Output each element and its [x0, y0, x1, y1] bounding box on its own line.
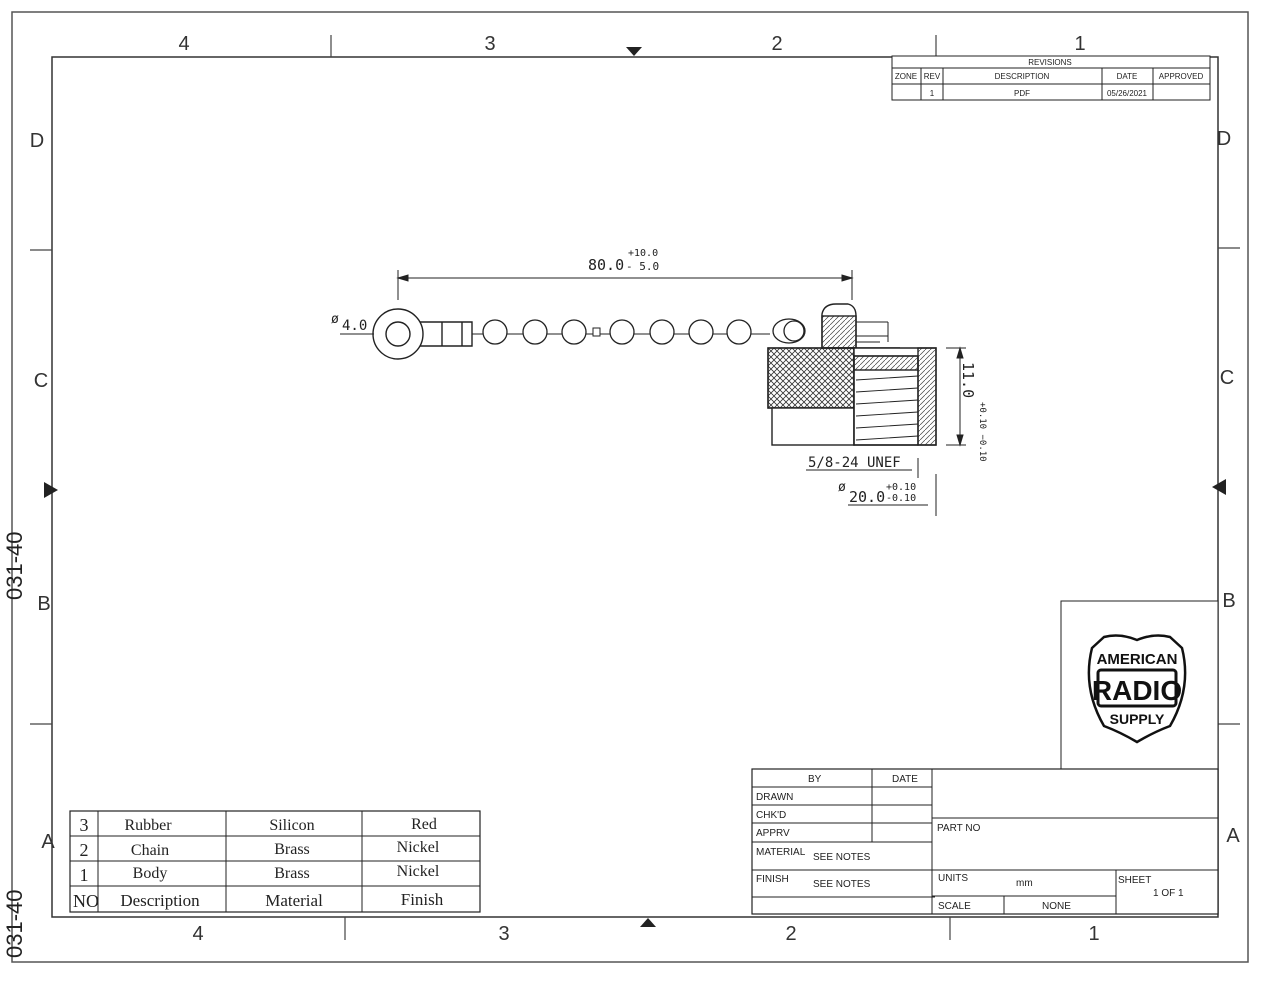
center-marks [44, 47, 1226, 927]
zone-bottom-4: 4 [192, 923, 203, 945]
zone-dividers [30, 35, 1240, 940]
bom-row3-finish: Red [411, 816, 437, 833]
tb-part-no-label: PART NO [937, 823, 981, 834]
side-label-bottom: 031-40 [2, 889, 27, 958]
dim-outer-dia-symbol: ø [838, 480, 846, 495]
zone-left-d: D [30, 130, 44, 152]
zone-left-a: A [41, 831, 55, 853]
zone-left-c: C [34, 370, 48, 392]
ring-terminal [372, 308, 473, 360]
bom-row3-material: Silicon [269, 817, 314, 834]
tb-units-value: mm [1016, 878, 1033, 889]
cap-body [767, 347, 937, 446]
rev-cell-date: 05/26/2021 [1107, 89, 1148, 98]
tb-units-label: UNITS [938, 873, 968, 884]
tb-sheet-value: 1 OF 1 [1153, 888, 1184, 899]
dim-ring-dia: 4.0 [342, 318, 367, 334]
rev-header-approved: APPROVED [1159, 72, 1204, 81]
revisions-title: REVISIONS [1028, 58, 1072, 67]
rev-cell-rev: 1 [930, 89, 935, 98]
rev-header-date: DATE [1117, 72, 1138, 81]
tb-material-value: SEE NOTES [813, 852, 871, 863]
logo-box: AMERICAN RADIO SUPPLY [1060, 600, 1219, 770]
rev-header-description: DESCRIPTION [995, 72, 1050, 81]
bom-header-finish: Finish [401, 890, 444, 909]
bom-row1-no: 1 [80, 865, 89, 885]
bom-row2-finish: Nickel [397, 839, 440, 856]
logo-line2: RADIO [1092, 675, 1182, 706]
bom-row1-description: Body [133, 865, 168, 882]
dim-length-nominal: 80.0 [588, 256, 624, 274]
dim-outer-dia-nominal: 20.0 [849, 488, 885, 506]
bom-header-no: NO [73, 891, 99, 911]
zone-top-1: 1 [1074, 33, 1085, 55]
bom-header-description: Description [120, 891, 200, 910]
zone-right-b: B [1222, 590, 1235, 612]
bom-header-material: Material [265, 891, 323, 910]
tb-drawn-label: DRAWN [756, 792, 793, 803]
logo-line1: AMERICAN [1097, 651, 1178, 668]
rev-header-zone: ZONE [895, 72, 917, 81]
tb-finish-value: SEE NOTES [813, 879, 871, 890]
dim-ring-dia-symbol: ø [331, 312, 339, 327]
bom-table: 3 Rubber Silicon Red 2 Chain Brass Nicke… [69, 810, 481, 913]
chain-beads [472, 318, 806, 345]
zone-right-a: A [1226, 825, 1240, 847]
bom-row3-description: Rubber [124, 817, 172, 834]
zone-bottom-2: 2 [785, 923, 796, 945]
zone-left-b: B [37, 593, 50, 615]
dim-outer-dia-tol-minus: -0.10 [886, 493, 916, 504]
zone-top-4: 4 [178, 33, 189, 55]
bom-row2-no: 2 [80, 840, 89, 860]
zone-top-2: 2 [771, 33, 782, 55]
zone-bottom-1: 1 [1088, 923, 1099, 945]
zone-top-3: 3 [484, 33, 495, 55]
tb-by-label: BY [808, 774, 822, 785]
tb-scale-value: NONE [1042, 901, 1071, 912]
tb-date-label: DATE [892, 774, 918, 785]
zone-right-d: D [1217, 128, 1231, 150]
bom-row2-material: Brass [274, 841, 310, 858]
side-label-top: 031-40 [2, 531, 27, 600]
tb-sheet-label: SHEET [1118, 875, 1151, 886]
rev-header-rev: REV [924, 72, 941, 81]
tb-chkd-label: CHK'D [756, 810, 786, 821]
tb-material-label: MATERIAL [756, 847, 806, 858]
revisions-table: REVISIONS ZONE REV DESCRIPTION DATE APPR… [891, 55, 1211, 101]
zone-bottom-3: 3 [498, 923, 509, 945]
dim-height-tol: +0.10 −0.10 [977, 402, 987, 462]
dim-length-tol-minus: - 5.0 [626, 260, 659, 273]
dimension-lines [340, 270, 966, 516]
chain-cap-drawing [340, 270, 966, 516]
tb-scale-label: SCALE [938, 901, 971, 912]
rev-cell-description: PDF [1014, 89, 1030, 98]
logo-line3: SUPPLY [1110, 711, 1165, 727]
tb-finish-label: FINISH [756, 874, 789, 885]
bom-row3-no: 3 [80, 815, 89, 835]
tb-apprv-label: APPRV [756, 828, 790, 839]
zone-right-c: C [1220, 367, 1234, 389]
bom-row1-material: Brass [274, 865, 310, 882]
dim-outer-dia-tol-plus: +0.10 [886, 482, 916, 493]
bom-row2-description: Chain [131, 842, 169, 859]
dim-height-nominal: 11.0 [959, 362, 977, 398]
dim-thread: 5/8-24 UNEF [808, 455, 901, 471]
outer-border [11, 11, 1249, 963]
dim-length-tol-plus: +10.0 [628, 248, 658, 259]
title-block: BY DATE DRAWN CHK'D APPRV MATERIAL SEE N… [751, 768, 1219, 915]
rubber-top [821, 303, 900, 349]
bom-row1-finish: Nickel [397, 863, 440, 880]
